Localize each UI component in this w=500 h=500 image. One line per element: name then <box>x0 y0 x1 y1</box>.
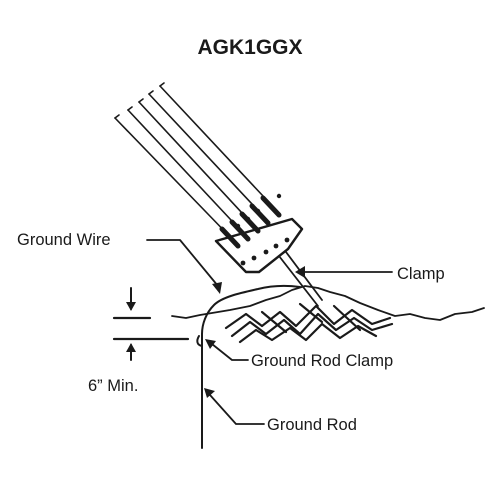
label-depth-min: 6” Min. <box>88 377 138 395</box>
clamp-stake <box>278 251 323 307</box>
label-ground-rod-clamp: Ground Rod Clamp <box>251 352 393 370</box>
electrode-wires <box>114 82 282 249</box>
ground-wire <box>201 284 301 335</box>
electrode-wire-1 <box>114 117 237 244</box>
soil-hatching <box>224 302 394 344</box>
clamp-leader <box>295 266 393 278</box>
ground-wire-leader <box>146 239 222 294</box>
electrode-wire-3 <box>138 101 257 229</box>
diagram-title: AGK1GGX <box>197 36 302 59</box>
wire-tips <box>114 82 165 119</box>
ground-rod-leader <box>204 388 265 425</box>
label-ground-rod: Ground Rod <box>267 416 357 434</box>
terminal-block <box>214 217 304 274</box>
ground-surface <box>171 285 485 321</box>
ground-rod-clamp <box>196 335 203 347</box>
depth-indicator <box>112 287 190 361</box>
ground-rod-clamp-leader <box>205 339 249 361</box>
electrode-wire-4 <box>148 93 268 221</box>
electrode-wire-5 <box>159 85 279 213</box>
electrode-wire-2 <box>127 109 247 237</box>
wire-crimps <box>235 193 282 229</box>
label-clamp: Clamp <box>397 265 445 283</box>
wire-insulation <box>219 195 282 249</box>
label-ground-wire: Ground Wire <box>17 231 111 249</box>
